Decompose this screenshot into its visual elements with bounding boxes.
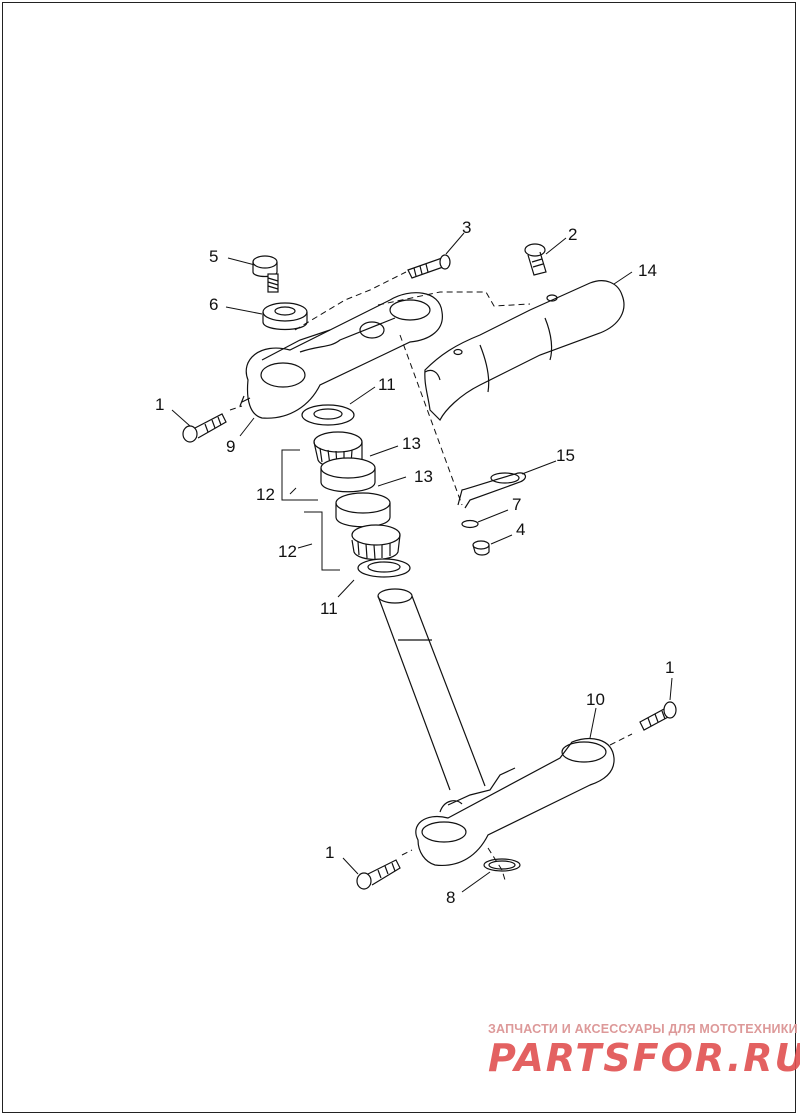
callout-7: 7 (512, 495, 521, 514)
watermark-logo: PARTSFOR.RU (488, 1036, 800, 1080)
washer-6 (262, 302, 308, 331)
callout-12: 12 (256, 485, 275, 504)
callout-1: 1 (325, 843, 334, 862)
washer-11-lower (357, 558, 411, 578)
callout-1: 1 (155, 395, 164, 414)
callout-12: 12 (278, 542, 297, 561)
race-lower (335, 492, 391, 528)
callout-3: 3 (462, 218, 471, 237)
callout-15: 15 (556, 446, 575, 465)
callout-10: 10 (586, 690, 605, 709)
washer-11-upper (301, 404, 355, 426)
upper-fork-bracket (239, 292, 443, 419)
callout-2: 2 (568, 225, 577, 244)
bolt-1-lower (356, 859, 401, 890)
handlebar-riser-cover (424, 280, 625, 422)
callout-13: 13 (414, 467, 433, 486)
watermark-tagline: ЗАПЧАСТИ И АКСЕССУАРЫ ДЛЯ МОТОТЕХНИКИ (488, 1022, 798, 1036)
screw-4 (472, 540, 490, 556)
callout-11: 11 (378, 375, 396, 394)
callout-4: 4 (516, 520, 525, 539)
retaining-ring-8 (483, 858, 521, 872)
callout-11: 11 (320, 599, 338, 618)
bolt-1-right (639, 701, 677, 731)
group-bracket-12 (281, 449, 340, 571)
callout-1: 1 (665, 658, 674, 677)
callout-13: 13 (402, 434, 421, 453)
washer-7 (461, 519, 479, 529)
callout-14: 14 (638, 261, 657, 280)
leader-lines (171, 232, 673, 893)
screw-5 (252, 255, 279, 293)
lower-fork-bracket (415, 738, 615, 867)
callout-5: 5 (209, 247, 218, 266)
callout-labels: 5 3 2 14 6 1 9 11 13 12 13 12 11 15 7 4 … (155, 218, 674, 907)
assembly-lines (229, 271, 633, 881)
bolt-3 (407, 254, 451, 279)
callout-6: 6 (209, 295, 218, 314)
callout-9: 9 (226, 437, 235, 456)
bearing-lower (351, 524, 401, 561)
callout-8: 8 (446, 888, 455, 907)
bracket-15 (457, 472, 527, 509)
bolt-2 (524, 243, 547, 276)
race-upper (320, 457, 376, 493)
bolt-1-upper (182, 413, 227, 443)
fork-stem (377, 588, 486, 791)
